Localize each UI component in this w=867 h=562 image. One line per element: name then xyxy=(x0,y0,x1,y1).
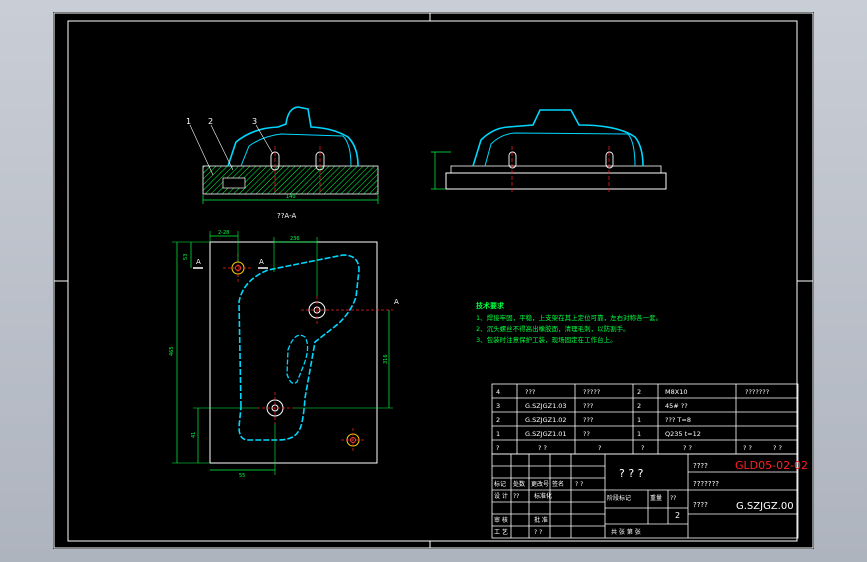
pl-r0-mat: M8X10 xyxy=(665,388,687,396)
dim-front-width: 140 xyxy=(286,194,296,200)
tb-design-val: ?? xyxy=(513,493,519,500)
dim-left-c: 53 xyxy=(183,254,189,260)
pl-r1-qty: 2 xyxy=(637,402,641,410)
pl-r0-code: ??? xyxy=(525,388,535,396)
pl-r3-code: G.SZJGZ1.01 xyxy=(525,430,567,438)
tb-process-val: ? ? xyxy=(534,529,542,536)
pl-r0-note: ??????? xyxy=(745,388,769,396)
pl-r3-name: ?? xyxy=(583,430,590,438)
tb-process-label: 工 艺 xyxy=(494,528,508,536)
tb-scale-label: ?? xyxy=(670,495,676,502)
tb-name-label: ??????? xyxy=(693,480,719,488)
dim-left-b: 41 xyxy=(191,432,197,438)
pl-r0-qty: 2 xyxy=(637,388,641,396)
tb-std-label: 标准化 xyxy=(534,492,552,500)
tb-stage-label: 阶段标记 xyxy=(607,494,631,502)
tb-design-label: 设 计 xyxy=(494,492,508,500)
pl-r3-mat: Q235 t=12 xyxy=(665,430,701,438)
title-block-text: 标记 处数 更改号 签名 ? ? 设 计 ?? 标准化 审 核 批 准 工 艺 … xyxy=(494,462,719,536)
tb-part-code: G.SZJGZ.00 xyxy=(736,501,794,512)
top-view xyxy=(172,231,393,475)
drawing-canvas: 1 2 3 140 xyxy=(53,12,814,549)
pl-r2-name: ??? xyxy=(583,416,593,424)
tech-req-1: 1、焊接牢固，平稳，上支架在其上定位可靠，左右对称各一套。 xyxy=(476,313,662,322)
tb-qmarks: ? ? ? xyxy=(619,467,644,480)
tb-audit-label: 审 核 xyxy=(494,516,508,524)
pl-r2-code: G.SZJGZ1.02 xyxy=(525,416,567,424)
tb-drawing-no: GLD05-02-02 xyxy=(735,459,808,472)
dim-right-a: 316 xyxy=(383,354,389,364)
pl-h-no: ? xyxy=(496,444,499,452)
section-mark-right: A xyxy=(259,258,264,266)
tb-row-label-0: 标记 xyxy=(494,480,506,488)
tech-req-title: 技术要求 xyxy=(476,301,505,310)
tb-approve-label: 批 准 xyxy=(534,516,548,524)
tb-part-code-label: ???? xyxy=(693,501,708,509)
tech-req-2: 2、沉头螺丝不得高出橡胶面，清理毛刺，以防割手。 xyxy=(476,324,630,333)
pl-h-mat: ? ? xyxy=(683,444,692,452)
pl-r2-mat: ??? T=8 xyxy=(665,416,691,424)
pl-h-wt: ? ? xyxy=(743,444,752,452)
pl-r2-no: 2 xyxy=(496,416,500,424)
dim-top-a: 2-28 xyxy=(218,230,229,236)
tb-sheets-label: 共 张 第 张 xyxy=(611,528,641,536)
section-mark-side: A xyxy=(394,298,399,306)
pl-r3-qty: 1 xyxy=(637,430,641,438)
tb-row-label-1: 处数 xyxy=(513,480,525,488)
pl-h-qty: ? xyxy=(641,444,644,452)
parts-list-text: 4 ??? ????? 2 M8X10 ??????? 3 G.SZJGZ1.0… xyxy=(496,388,782,452)
pl-r1-mat: 45# ?? xyxy=(665,402,688,410)
tech-req-3: 3、包装时注意保护工装，现场固定在工作台上。 xyxy=(476,335,617,344)
pl-r0-no: 4 xyxy=(496,388,500,396)
section-label: ??A-A xyxy=(277,212,296,220)
tb-row-label-4: ? ? xyxy=(575,481,583,488)
pl-r3-no: 1 xyxy=(496,430,500,438)
dim-bottom-a: 55 xyxy=(239,473,245,479)
title-block-grid xyxy=(491,453,799,539)
pl-r1-code: G.SZJGZ1.03 xyxy=(525,402,567,410)
pl-r0-name: ????? xyxy=(583,388,600,396)
pl-r1-no: 3 xyxy=(496,402,500,410)
dim-top-b: 236 xyxy=(290,236,300,242)
balloon-3: 3 xyxy=(252,117,257,126)
tb-drawing-no-label: ???? xyxy=(693,462,708,470)
front-section-view xyxy=(189,106,379,204)
pl-r2-qty: 1 xyxy=(637,416,641,424)
pl-h-note: ? ? xyxy=(773,444,782,452)
tb-sheet-no: 2 xyxy=(675,511,680,520)
pl-r1-name: ??? xyxy=(583,402,593,410)
pl-h-name: ? xyxy=(598,444,601,452)
section-mark-left: A xyxy=(196,258,201,266)
balloon-1: 1 xyxy=(186,117,191,126)
tb-row-label-3: 签名 xyxy=(552,480,564,488)
balloon-2: 2 xyxy=(208,117,213,126)
pl-h-code: ? ? xyxy=(538,444,547,452)
dim-left-a: 465 xyxy=(169,346,175,356)
tb-row-label-2: 更改号 xyxy=(531,480,549,488)
cad-drawing: 1 2 3 140 xyxy=(53,12,814,549)
side-view xyxy=(431,109,667,192)
tb-weight-label: 重量 xyxy=(650,494,662,502)
